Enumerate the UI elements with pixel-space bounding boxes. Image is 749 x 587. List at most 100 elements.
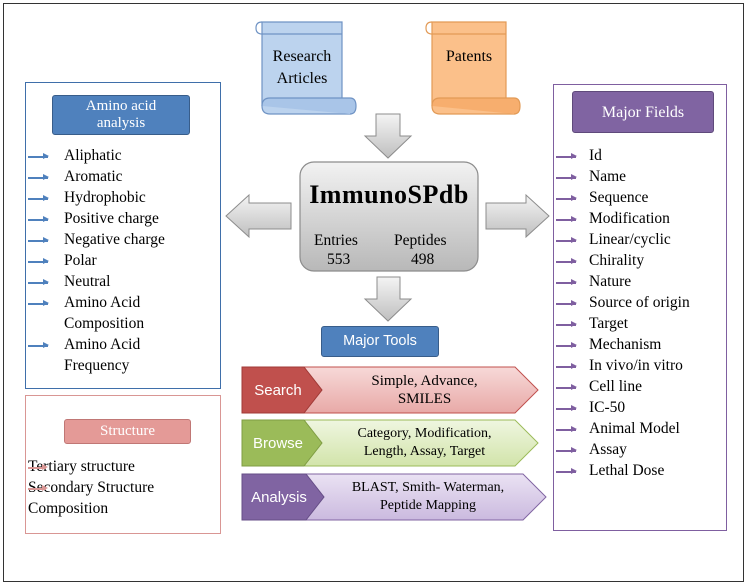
bullet-arrow-icon xyxy=(556,258,577,264)
major-tools-header: Major Tools xyxy=(321,326,439,357)
amino-acid-item: Positive charge xyxy=(28,209,218,230)
analysis-label-shape xyxy=(241,473,325,521)
amino-acid-analysis-header: Amino acid analysis xyxy=(52,95,190,135)
major-field-item-label: Lethal Dose xyxy=(589,462,665,479)
right-arrow-icon xyxy=(485,193,550,239)
bullet-arrow-icon xyxy=(28,216,49,222)
amino-acid-item-label: Amino Acid xyxy=(64,336,141,353)
major-field-item-label: Id xyxy=(589,147,602,164)
amino-acid-item: Frequency xyxy=(28,356,218,377)
amino-acid-item: Neutral xyxy=(28,272,218,293)
major-fields-panel xyxy=(553,84,727,531)
browse-tool-label[interactable]: Browse xyxy=(252,434,304,452)
major-field-item-label: Source of origin xyxy=(589,294,690,311)
major-field-item: Assay xyxy=(556,440,726,461)
major-field-item: Source of origin xyxy=(556,293,726,314)
search-desc-line-2: SMILES xyxy=(397,391,452,407)
amino-acid-item: Amino Acid xyxy=(28,335,218,356)
amino-acid-item-label: Negative charge xyxy=(64,231,165,248)
major-field-item-label: Chirality xyxy=(589,252,645,269)
bullet-arrow-icon xyxy=(556,426,577,432)
search-tool-label[interactable]: Search xyxy=(254,381,302,399)
major-field-item: Linear/cyclic xyxy=(556,230,726,251)
structure-panel xyxy=(25,395,221,534)
bullet-arrow-icon xyxy=(556,447,577,453)
research-articles-scroll-shape xyxy=(255,21,357,115)
down-arrow-icon xyxy=(363,113,413,159)
amino-acid-item: Aromatic xyxy=(28,167,218,188)
structure-item: Composition xyxy=(28,499,218,520)
major-fields-header: Major Fields xyxy=(572,91,714,133)
bullet-arrow-icon xyxy=(556,300,577,306)
bullet-arrow-icon xyxy=(556,195,577,201)
browse-desc-line-1: Category, Modification, xyxy=(357,426,492,441)
bullet-arrow-icon xyxy=(556,279,577,285)
amino-acid-item: Composition xyxy=(28,314,218,335)
major-field-item-label: Linear/cyclic xyxy=(589,231,671,248)
amino-acid-item-label: Aliphatic xyxy=(64,147,122,164)
search-tool-description: Simple, Advance, SMILES xyxy=(322,367,527,413)
peptides-value: 498 xyxy=(411,251,435,268)
major-field-item-label: Mechanism xyxy=(589,336,662,353)
bullet-arrow-icon xyxy=(556,237,577,243)
analysis-tool-label[interactable]: Analysis xyxy=(251,488,307,506)
entries-label: Entries xyxy=(314,232,358,249)
major-field-item-label: IC-50 xyxy=(589,399,626,416)
bullet-arrow-icon xyxy=(556,363,577,369)
bullet-arrow-icon xyxy=(28,485,48,491)
bullet-arrow-icon xyxy=(556,174,577,180)
amino-acid-item-label: Amino Acid xyxy=(64,294,141,311)
bullet-arrow-icon xyxy=(28,153,49,159)
browse-label-shape xyxy=(241,419,323,467)
major-field-item: Animal Model xyxy=(556,419,726,440)
amino-acid-item-label: Neutral xyxy=(64,273,111,290)
amino-acid-item: Aliphatic xyxy=(28,146,218,167)
search-desc-line-1: Simple, Advance, xyxy=(371,373,478,389)
major-field-item-label: Modification xyxy=(589,210,670,227)
arrow-head-icon xyxy=(42,464,48,470)
diagram-frame xyxy=(3,3,744,582)
structure-item-label: Composition xyxy=(28,500,109,517)
major-field-item: Lethal Dose xyxy=(556,461,726,482)
browse-desc-line-2: Length, Assay, Target xyxy=(363,444,486,459)
amino-acid-analysis-panel xyxy=(25,82,221,389)
major-field-item-label: Nature xyxy=(589,273,632,290)
structure-item-label: Tertiary structure xyxy=(28,458,135,475)
major-field-item: In vivo/in vitro xyxy=(556,356,726,377)
major-field-item: Nature xyxy=(556,272,726,293)
major-field-item: Name xyxy=(556,167,726,188)
major-field-item: Cell line xyxy=(556,377,726,398)
arrow-head-icon xyxy=(42,485,48,491)
amino-acid-item: Hydrophobic xyxy=(28,188,218,209)
major-field-item: Target xyxy=(556,314,726,335)
bullet-arrow-icon xyxy=(28,258,49,264)
bullet-arrow-icon xyxy=(28,464,48,470)
bullet-arrow-icon xyxy=(556,384,577,390)
structure-item-label: Secondary Structure xyxy=(28,479,155,496)
bullet-arrow-icon xyxy=(28,174,49,180)
database-title: ImmunoSPdb xyxy=(309,180,469,209)
major-field-item-label: Cell line xyxy=(589,378,642,395)
major-field-item: Mechanism xyxy=(556,335,726,356)
bullet-arrow-icon xyxy=(556,405,577,411)
peptides-label: Peptides xyxy=(394,232,447,249)
bullet-arrow-icon xyxy=(28,342,49,348)
left-arrow-icon xyxy=(225,193,292,239)
research-line-2: Articles xyxy=(276,70,328,87)
bullet-arrow-icon xyxy=(556,342,577,348)
major-field-item: Sequence xyxy=(556,188,726,209)
analysis-desc-line-2: Peptide Mapping xyxy=(379,498,477,513)
amino-acid-item-label: Polar xyxy=(64,252,97,269)
major-field-item: IC-50 xyxy=(556,398,726,419)
amino-acid-item: Polar xyxy=(28,251,218,272)
patents-label: Patents xyxy=(445,48,493,65)
structure-item: Secondary Structure xyxy=(28,478,218,499)
research-line-1: Research xyxy=(272,48,332,65)
amino-acid-item-label: Aromatic xyxy=(64,168,123,185)
bullet-arrow-icon xyxy=(556,321,577,327)
major-field-item-label: Target xyxy=(589,315,629,332)
amino-acid-item-label: Composition xyxy=(64,315,145,332)
down-arrow-tools-icon xyxy=(363,276,413,322)
